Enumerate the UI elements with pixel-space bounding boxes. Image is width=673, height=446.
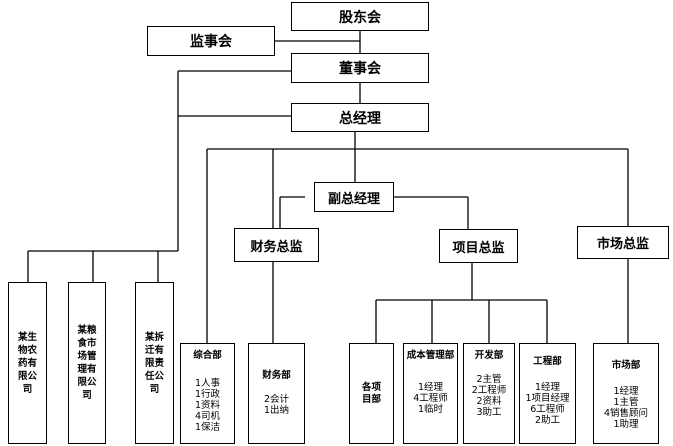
staff-item: 1资料	[194, 400, 221, 411]
dept-engineering: 工程部 1经理 1项目经理 6工程师 2助工	[519, 343, 576, 444]
dept-general-title: 综合部	[193, 350, 222, 361]
dept-general: 综合部 1人事 1行政 1资料 4司机 1保洁	[180, 343, 235, 444]
staff-item: 1经理	[613, 386, 639, 397]
dept-market: 市场部 1经理 1主管 4销售顾问 1助理	[593, 343, 659, 444]
staff-item: 2资料	[476, 396, 502, 407]
node-market-director: 市场总监	[577, 226, 669, 259]
company-pesticide-label: 某生物农药有限公司	[17, 331, 37, 395]
node-shareholders: 股东会	[291, 2, 429, 31]
company-demolition: 某拆迁有限责任公司	[135, 282, 174, 444]
company-pesticide: 某生物农药有限公司	[8, 282, 47, 444]
staff-item: 6工程师	[530, 404, 565, 415]
dept-cost: 成本管理部 1经理 4工程师 1临时	[403, 343, 458, 444]
dept-finance: 财务部 2会计 1出纳	[248, 343, 305, 444]
staff-item: 1行政	[194, 389, 221, 400]
node-project-director-label: 项目总监	[452, 240, 505, 256]
company-demolition-label: 某拆迁有限责任公司	[144, 331, 164, 395]
dept-development-staff: 2主管 2工程师 2资料 3助工	[472, 374, 507, 418]
dept-general-staff: 1人事 1行政 1资料 4司机 1保洁	[195, 378, 220, 433]
staff-item: 1保洁	[194, 422, 221, 433]
staff-item: 1人事	[194, 378, 221, 389]
dept-projects: 各项目部	[349, 343, 394, 444]
node-finance-director-label: 财务总监	[250, 239, 303, 255]
dept-cost-title: 成本管理部	[406, 350, 455, 361]
node-board-label: 董事会	[339, 61, 381, 77]
node-board: 董事会	[291, 53, 429, 83]
staff-item: 1临时	[417, 404, 444, 415]
staff-item: 2工程师	[471, 385, 507, 396]
staff-item: 3助工	[476, 407, 502, 418]
staff-item: 2助工	[534, 415, 561, 426]
dept-development: 开发部 2主管 2工程师 2资料 3助工	[463, 343, 515, 444]
node-market-director-label: 市场总监	[596, 237, 649, 252]
staff-item: 1出纳	[263, 405, 290, 416]
staff-item: 1主管	[613, 397, 639, 408]
dept-development-title: 开发部	[474, 350, 504, 361]
dept-projects-title: 各项目部	[361, 381, 381, 405]
staff-item: 2会计	[263, 394, 290, 405]
node-supervisors-label: 监事会	[190, 34, 232, 50]
dept-market-staff: 1经理 1主管 4销售顾问 1助理	[604, 386, 648, 430]
staff-item: 1经理	[534, 382, 561, 393]
node-general-manager: 总经理	[291, 103, 429, 132]
node-deputy-gm-label: 副总经理	[327, 191, 380, 207]
dept-finance-staff: 2会计 1出纳	[264, 394, 289, 416]
node-general-manager-label: 总经理	[339, 110, 381, 127]
node-deputy-gm: 副总经理	[314, 182, 394, 212]
dept-finance-title: 财务部	[262, 370, 291, 381]
dept-market-title: 市场部	[611, 360, 641, 371]
company-grain-market-label: 某粮食市场管理有限公司	[77, 325, 97, 401]
dept-engineering-staff: 1经理 1项目经理 6工程师 2助工	[525, 382, 569, 426]
node-finance-director: 财务总监	[234, 228, 319, 262]
node-shareholders-label: 股东会	[339, 9, 381, 26]
company-grain-market: 某粮食市场管理有限公司	[68, 282, 106, 444]
staff-item: 1经理	[417, 382, 444, 393]
staff-item: 2主管	[476, 374, 502, 385]
node-project-director: 项目总监	[439, 229, 518, 263]
staff-item: 1项目经理	[525, 393, 570, 404]
staff-item: 4司机	[194, 411, 221, 422]
staff-item: 4销售顾问	[603, 408, 649, 419]
staff-item: 4工程师	[413, 393, 448, 404]
node-supervisors: 监事会	[147, 26, 275, 56]
staff-item: 1助理	[613, 419, 639, 430]
dept-cost-staff: 1经理 4工程师 1临时	[413, 382, 448, 415]
dept-engineering-title: 工程部	[533, 356, 562, 367]
